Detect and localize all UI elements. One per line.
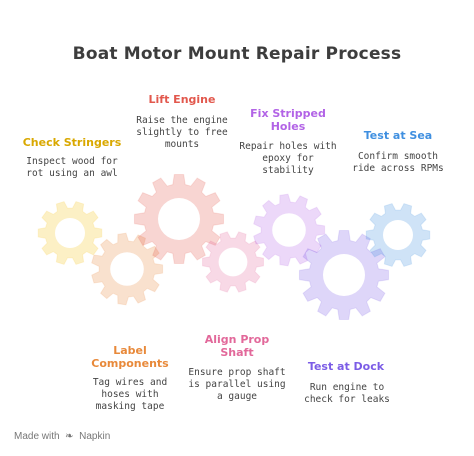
gear-lift-engine: [133, 173, 225, 265]
gear-label-components-hub: [110, 252, 144, 286]
step-title-check-stringers: Check Stringers: [22, 136, 122, 149]
step-desc-test-at-sea: Confirm smooth ride across RPMs: [352, 151, 444, 174]
step-title-fix-stripped-holes: Fix Stripped Holes: [250, 107, 326, 133]
gear-align-prop-shaft: [202, 231, 264, 293]
footer-made-with: Made with: [14, 431, 60, 442]
step-title-lift-engine: Lift Engine: [148, 93, 216, 106]
step-desc-fix-stripped-holes: Repair holes with epoxy for stability: [239, 141, 337, 176]
gear-check-stringers-hub: [55, 218, 85, 248]
step-desc-check-stringers: Inspect wood for rot using an awl: [26, 156, 118, 179]
diagram-title: Boat Motor Mount Repair Process: [72, 44, 402, 64]
gear-check-stringers: [37, 200, 103, 266]
step-title-label-components: Label Components: [91, 344, 169, 370]
gear-label-components: [91, 232, 164, 306]
gear-test-at-dock: [298, 229, 390, 321]
gear-fix-stripped-holes-hub: [272, 213, 306, 247]
step-title-test-at-dock: Test at Dock: [307, 360, 385, 373]
footer-credit: Made with ❧ Napkin: [14, 431, 110, 442]
step-desc-lift-engine: Raise the engine slightly to free mounts: [136, 115, 228, 150]
step-title-align-prop-shaft: Align Prop Shaft: [204, 333, 270, 359]
step-desc-test-at-dock: Run engine to check for leaks: [304, 382, 390, 405]
step-desc-label-components: Tag wires and hoses with masking tape: [92, 377, 168, 412]
gear-align-prop-shaft-hub: [218, 247, 248, 277]
gear-lift-engine-hub: [158, 198, 200, 240]
gear-test-at-sea: [365, 202, 431, 268]
gear-test-at-sea-hub: [383, 220, 413, 250]
napkin-logo-icon: ❧: [65, 431, 74, 442]
footer-brand: Napkin: [79, 431, 111, 442]
step-desc-align-prop-shaft: Ensure prop shaft is parallel using a ga…: [188, 367, 286, 402]
gear-test-at-dock-hub: [323, 254, 365, 296]
gear-fix-stripped-holes: [253, 193, 326, 267]
step-title-test-at-sea: Test at Sea: [363, 129, 433, 142]
